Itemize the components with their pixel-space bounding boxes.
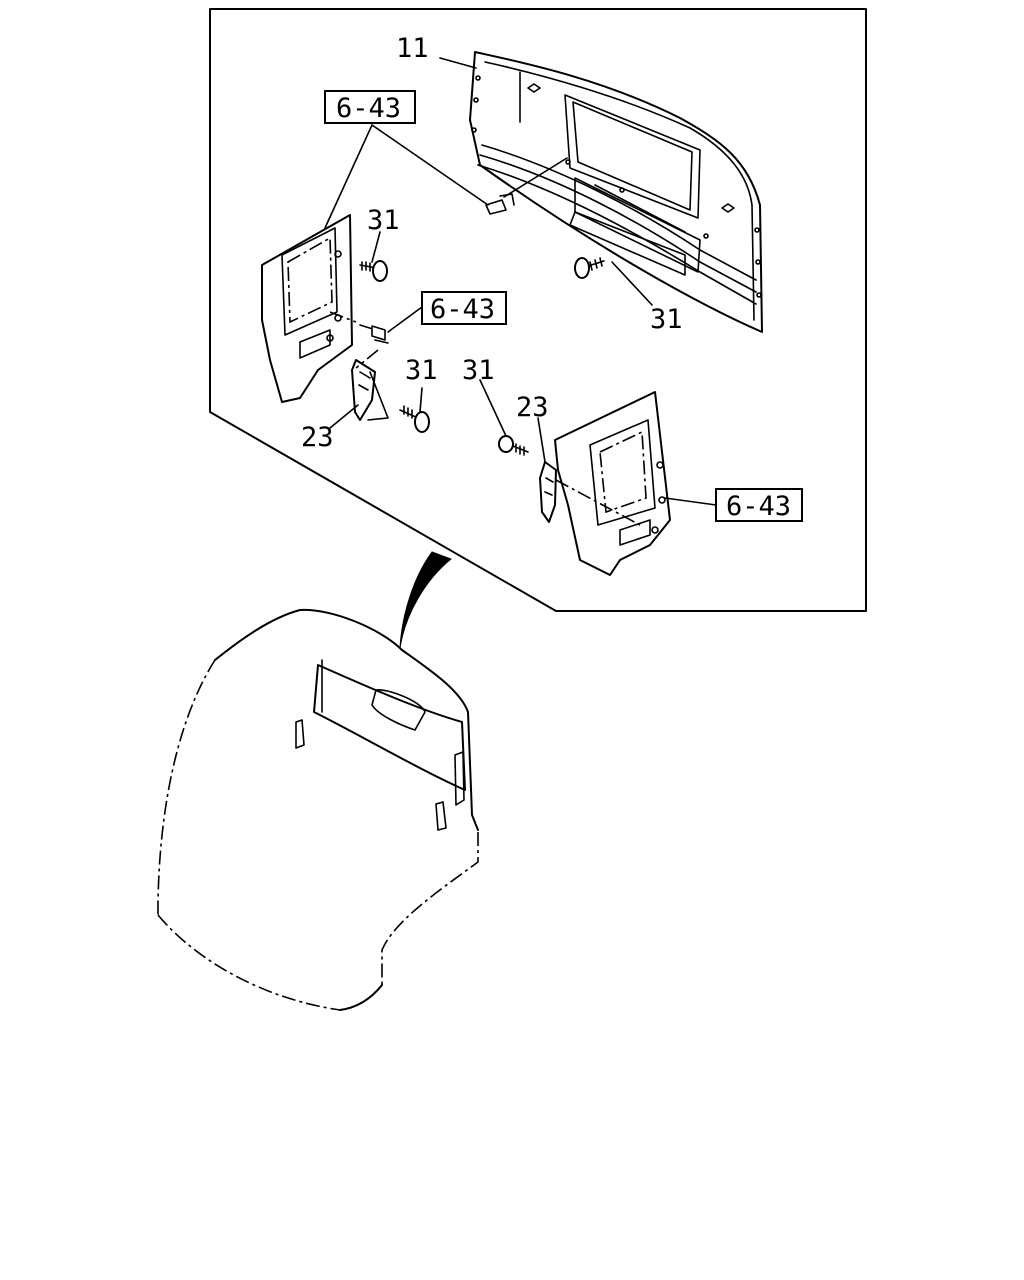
ref-label-top: 6-43 <box>336 93 401 124</box>
leader-lines <box>324 57 717 526</box>
ref-label-right: 6-43 <box>726 491 791 522</box>
callout-23-right: 23 <box>516 392 549 423</box>
callout-31-c: 31 <box>405 355 438 386</box>
screw-31-lower-right <box>498 435 529 456</box>
callout-23-left: 23 <box>301 422 334 453</box>
left-corner-panel <box>261 214 353 403</box>
right-corner-panel <box>554 391 671 576</box>
cab-outline <box>157 608 479 1011</box>
callout-31-a: 31 <box>367 205 400 236</box>
detail-frame <box>209 8 867 612</box>
ref-label-mid: 6-43 <box>430 294 495 325</box>
rear-upper-panel <box>469 51 763 333</box>
callout-31-d: 31 <box>462 355 495 386</box>
bracket-left <box>351 359 389 421</box>
bolt-left-mid <box>359 324 389 344</box>
clip-upper <box>485 193 515 215</box>
screw-31-left-top <box>359 260 388 282</box>
callout-11: 11 <box>396 33 429 64</box>
screw-31-lower-left <box>399 405 430 433</box>
callout-31-b: 31 <box>650 304 683 335</box>
ref-box-mid <box>421 291 507 325</box>
ref-box-right <box>715 488 803 522</box>
ref-box-top <box>324 90 416 124</box>
detail-pointer-wedge <box>399 551 452 649</box>
bracket-right <box>539 461 557 523</box>
screw-31-top-right <box>574 257 605 279</box>
